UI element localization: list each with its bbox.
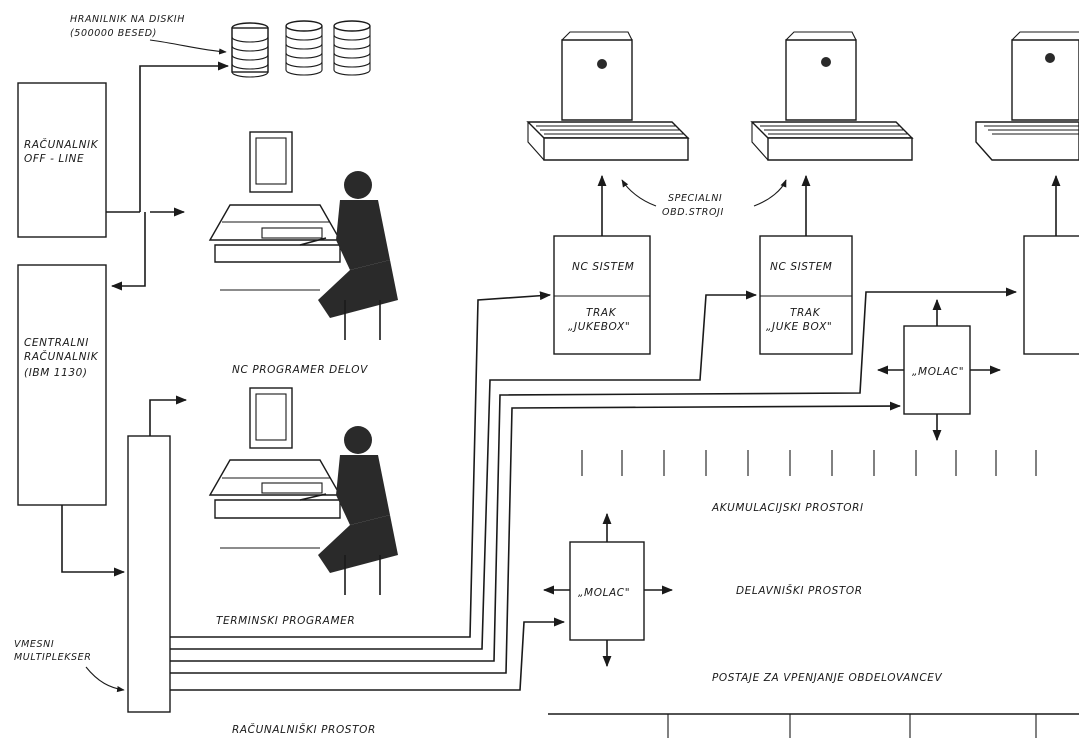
nc-system-1-box <box>553 235 651 355</box>
multiplexer-label-2: MULTIPLEKSER <box>14 652 92 663</box>
molac-upper-label: „MOLAC" <box>912 366 964 378</box>
clamping-stations-markers <box>548 713 1079 738</box>
central-computer-model: (IBM 1130) <box>24 367 88 379</box>
clamping-stations-label: POSTAJE ZA VPENJANJE OBDELOVANCEV <box>712 672 943 684</box>
nc-programmer-terminal-icon <box>208 131 398 340</box>
offline-computer-label: RAČUNALNIK <box>24 138 99 151</box>
terminal-programmer-icon <box>208 387 398 595</box>
disk-storage-label: HRANILNIK NA DISKIH <box>70 14 185 25</box>
central-computer-label-2: RAČUNALNIK <box>24 350 99 363</box>
multiplexer-box <box>127 435 171 713</box>
workshop-space-label: DELAVNIŠKI PROSTOR <box>736 584 863 597</box>
special-machines-label-2: OBD.STROJI <box>662 207 724 218</box>
tape-2-label: TRAK <box>790 307 821 319</box>
special-machine-2-icon <box>750 31 914 161</box>
nc-system-2-label: NC SISTEM <box>770 261 832 273</box>
terminal-programmer-label: TERMINSKI PROGRAMER <box>216 615 355 627</box>
nc-system-1-label: NC SISTEM <box>572 261 634 273</box>
nc-system-2-box <box>759 235 853 355</box>
accumulation-space-markers <box>581 450 1037 476</box>
offline-computer-box <box>17 82 107 238</box>
special-machine-1-icon <box>526 31 690 161</box>
accumulation-space-label: AKUMULACIJSKI PROSTORI <box>711 502 864 514</box>
special-machines-label: SPECIALNI <box>668 193 722 204</box>
molac-lower-label: „MOLAC" <box>578 587 630 599</box>
disk-storage-label-capacity: (500000 BESED) <box>70 28 157 39</box>
tape-1-label: TRAK <box>586 307 617 319</box>
central-computer-box <box>17 264 107 506</box>
tape-1-jukebox-label: „JUKEBOX" <box>568 321 630 333</box>
offline-computer-label-mode: OFF - LINE <box>24 153 84 165</box>
nc-programmer-label: NC PROGRAMER DELOV <box>232 364 368 376</box>
disk-storage-icon <box>231 20 371 78</box>
nc-system-3-box <box>1023 235 1079 355</box>
special-machine-3-icon <box>975 31 1079 161</box>
tape-2-jukebox-label: „JUKE BOX" <box>766 321 832 333</box>
molac-lower-box <box>569 541 645 641</box>
multiplexer-label: VMESNI <box>14 639 54 650</box>
computer-room-label: RAČUNALNIŠKI PROSTOR <box>232 723 376 736</box>
central-computer-label: CENTRALNI <box>24 337 89 349</box>
